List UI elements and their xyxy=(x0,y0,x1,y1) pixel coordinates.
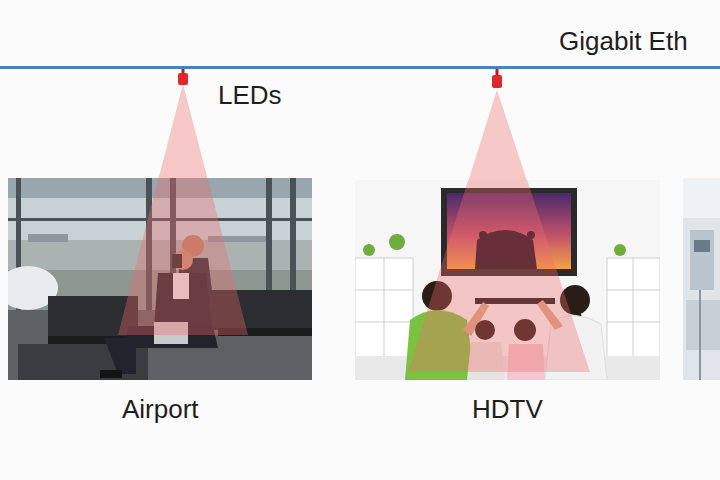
component-label: LEDs xyxy=(218,80,282,110)
network-label: Gigabit Eth xyxy=(559,26,688,56)
photo-scene: Airport xyxy=(8,178,312,428)
led-lamp xyxy=(178,69,188,85)
hospital-photo xyxy=(683,178,720,380)
ethernet-line xyxy=(0,66,720,69)
led-lamp xyxy=(492,69,502,88)
scene-caption: HDTV xyxy=(472,394,543,424)
photo-illustration xyxy=(8,178,312,380)
scene-caption: Airport xyxy=(122,394,199,424)
photo-illustration xyxy=(355,180,660,380)
photo-scene: HDTV xyxy=(355,180,660,428)
